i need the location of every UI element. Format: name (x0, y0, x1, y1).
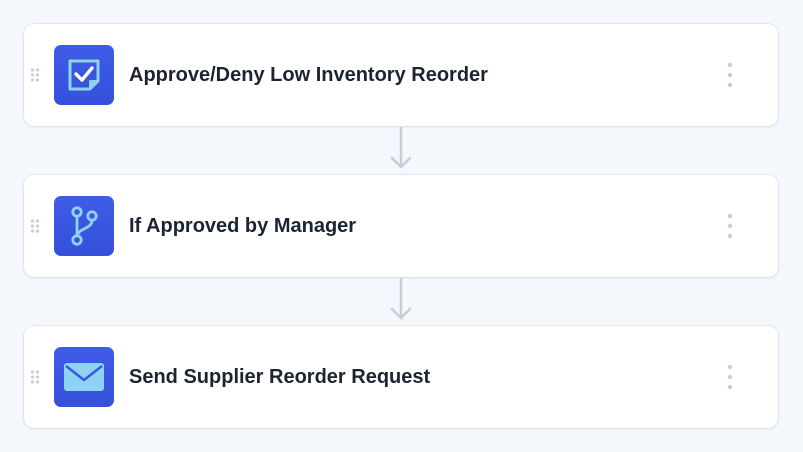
connector-arrow-icon (389, 127, 413, 171)
step-title: If Approved by Manager (129, 215, 357, 237)
workflow-step-condition[interactable]: If Approved by Manager (24, 175, 778, 277)
branch-icon (54, 196, 114, 256)
more-options-icon[interactable] (722, 362, 738, 392)
drag-handle-icon[interactable] (30, 67, 40, 83)
more-options-icon[interactable] (722, 211, 738, 241)
drag-handle-icon[interactable] (30, 218, 40, 234)
envelope-icon (54, 347, 114, 407)
connector-arrow-icon (389, 278, 413, 322)
more-options-icon[interactable] (722, 60, 738, 90)
step-title: Send Supplier Reorder Request (129, 366, 431, 388)
workflow-step-send-email[interactable]: Send Supplier Reorder Request (24, 326, 778, 428)
drag-handle-icon[interactable] (30, 369, 40, 385)
workflow-step-approve-deny[interactable]: Approve/Deny Low Inventory Reorder (24, 24, 778, 126)
step-title: Approve/Deny Low Inventory Reorder (129, 64, 488, 86)
approval-checkbox-icon (54, 45, 114, 105)
